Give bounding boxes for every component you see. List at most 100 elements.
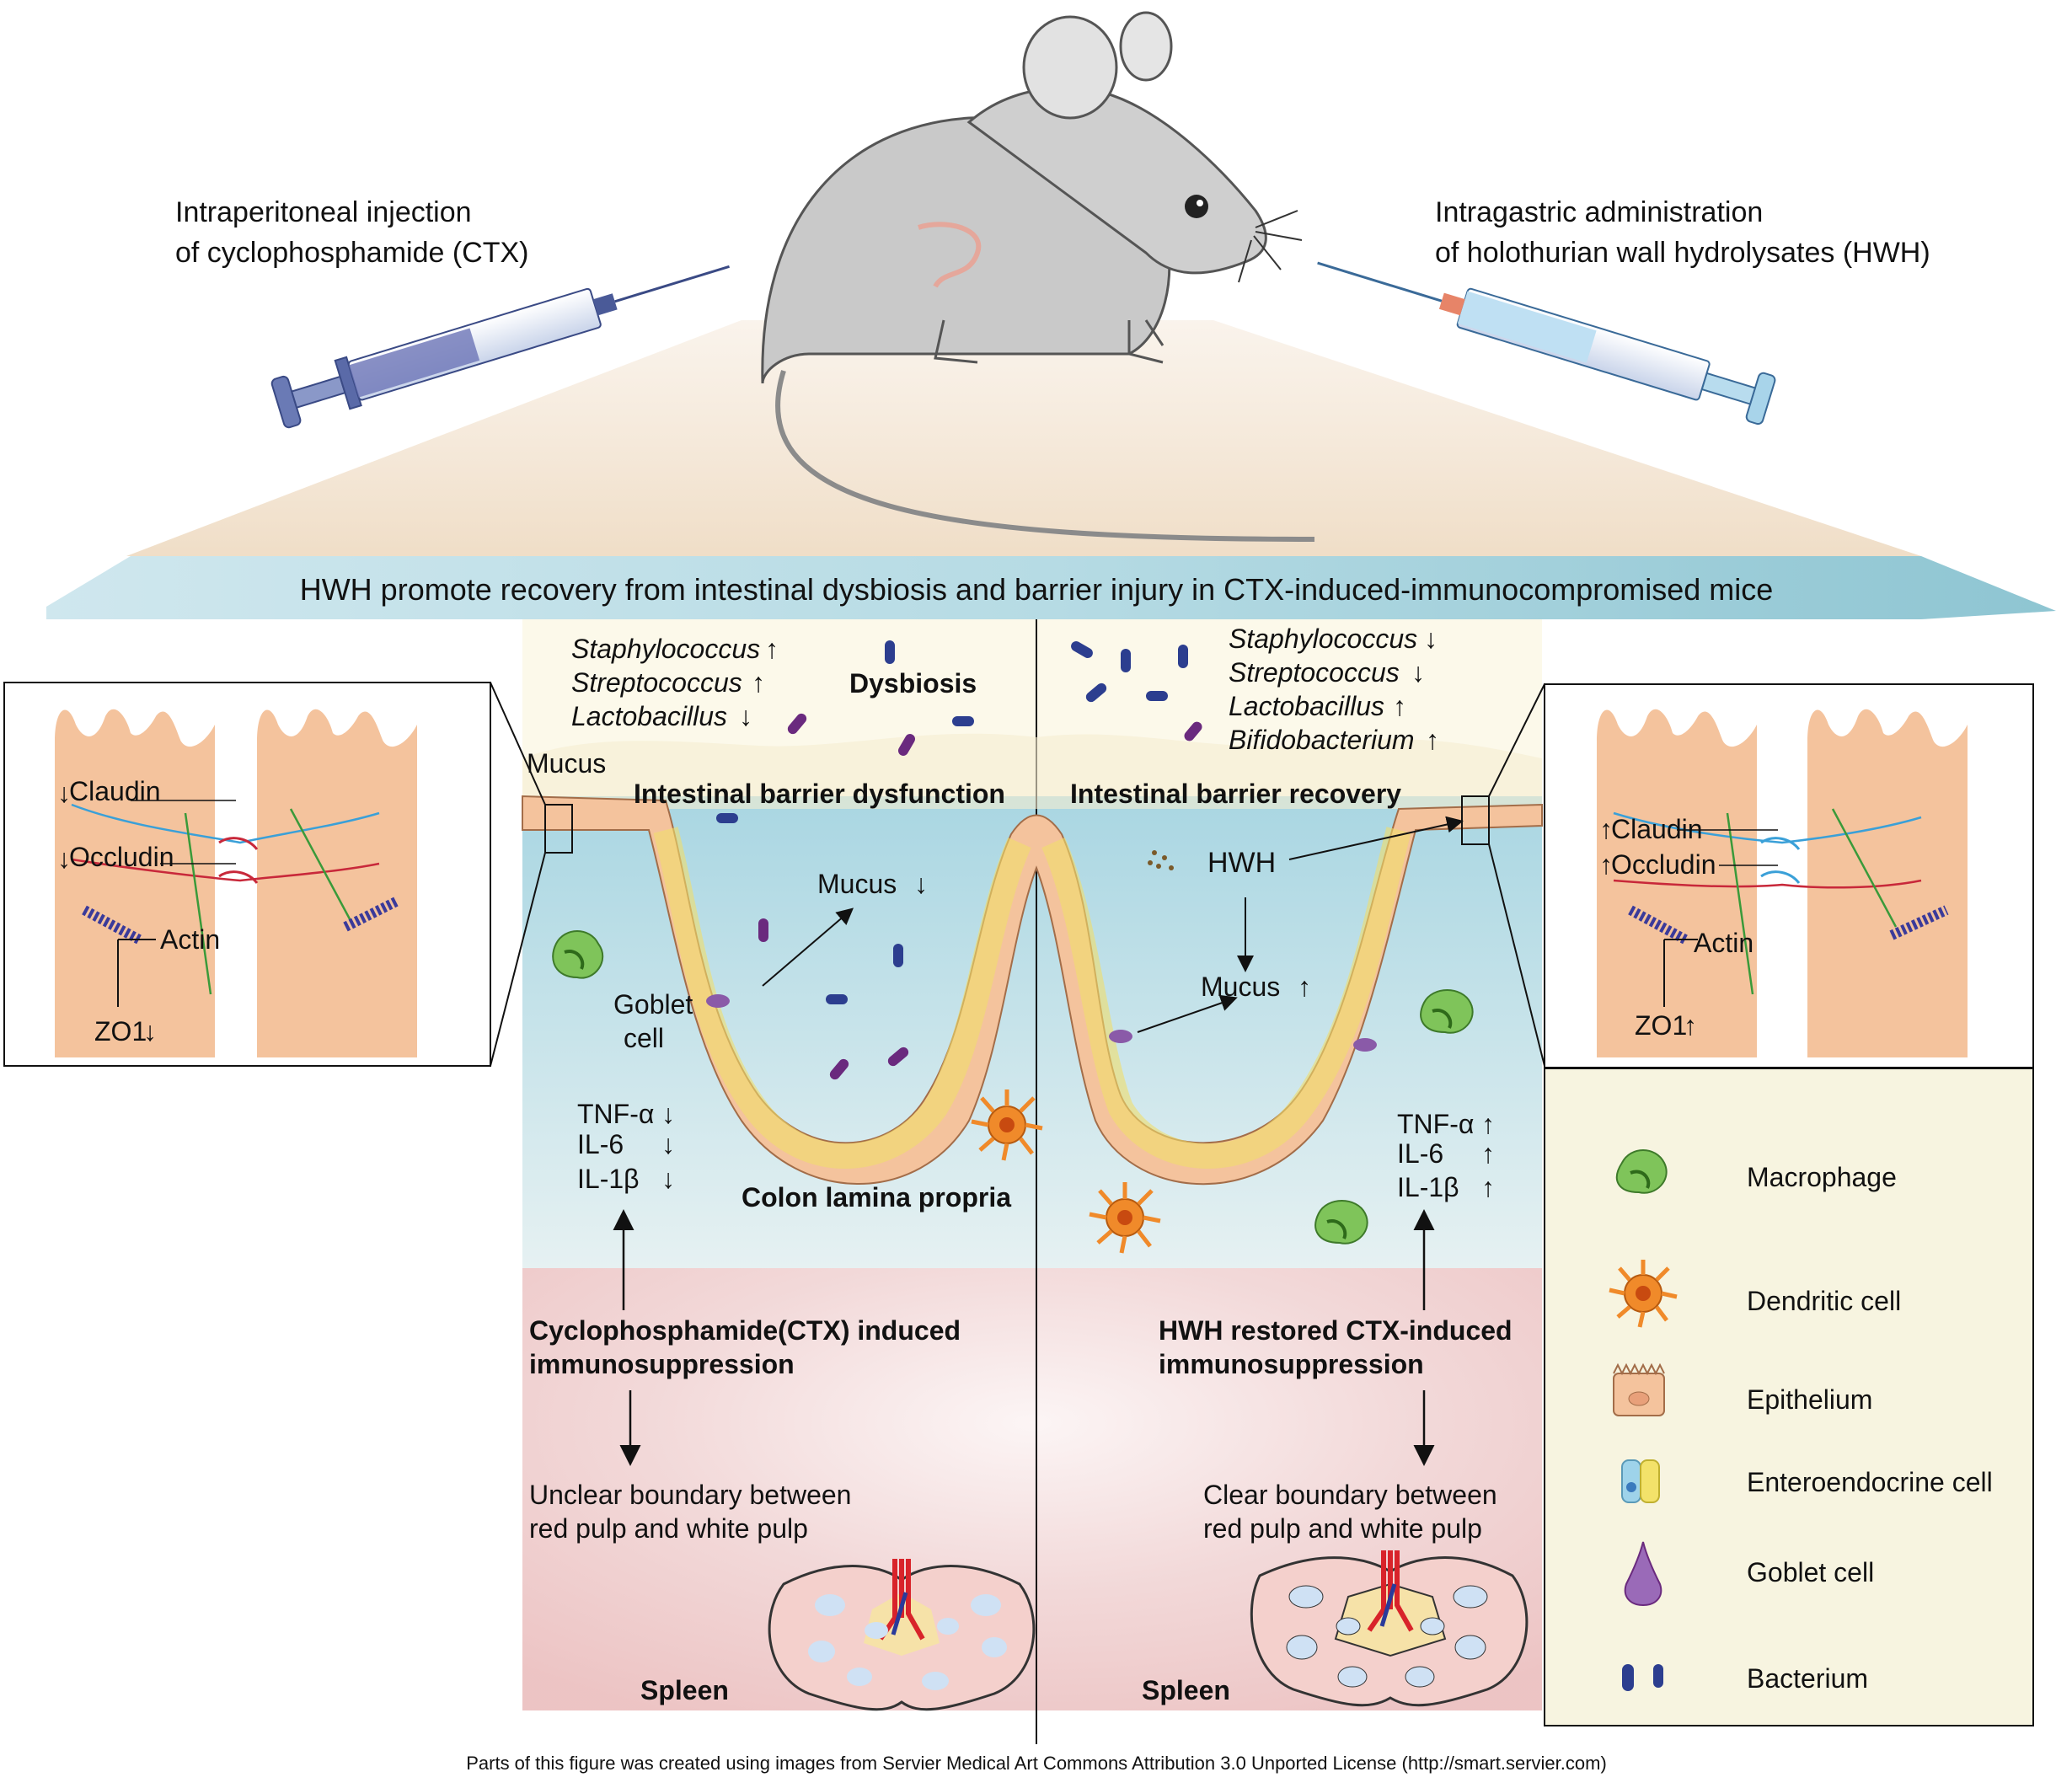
zoom-right-occludin: Occludin <box>1611 849 1716 880</box>
left-lamina: Colon lamina propria <box>742 1182 1011 1213</box>
mucus-layer <box>522 733 1542 809</box>
left-bacteria-1: Streptococcus <box>571 667 742 698</box>
goblet-cell-right-2 <box>1353 1038 1377 1052</box>
banner-title: HWH promote recovery from intestinal dys… <box>300 572 1774 607</box>
zoom-left-claudin-arrow: ↓ <box>57 778 71 808</box>
left-cytokine-0: TNF-α <box>577 1099 654 1129</box>
left-boundary-line1: Unclear boundary between <box>529 1480 851 1510</box>
left-cytokine-1: IL-6 <box>577 1129 624 1159</box>
zoom-right-actin: Actin <box>1694 928 1753 958</box>
bacteria-left <box>716 640 974 1080</box>
right-bacteria-2-arrow: ↑ <box>1393 691 1406 721</box>
right-cytokine-2: IL-1β <box>1397 1172 1459 1202</box>
injection-left-line2: of cyclophosphamide (CTX) <box>175 237 529 269</box>
goblet-cell-icon <box>1624 1541 1662 1607</box>
left-goblet-line2: cell <box>624 1023 664 1053</box>
colon-crypts <box>522 795 1543 1185</box>
left-spleen-label: Spleen <box>640 1675 729 1705</box>
left-bacteria-0: Staphylococcus <box>571 634 760 664</box>
left-goblet-line1: Goblet <box>613 989 693 1020</box>
right-immuno-line1: HWH restored CTX-induced <box>1159 1315 1513 1346</box>
spleen-left-illustration <box>768 1559 1036 1711</box>
left-cytokine-2-arrow: ↓ <box>661 1164 675 1194</box>
macrophage-cell <box>1314 1200 1368 1245</box>
left-dysbiosis: Dysbiosis <box>849 668 977 699</box>
hwh-particles <box>1148 850 1174 870</box>
left-cytokine-2: IL-1β <box>577 1164 640 1194</box>
right-hwh-label: HWH <box>1207 847 1276 879</box>
right-cytokine-2-arrow: ↑ <box>1481 1172 1495 1202</box>
zoom-left-actin: Actin <box>160 924 220 955</box>
legend-panel: Macrophage Dendritic cell Epithelium Ent… <box>1544 1068 2034 1726</box>
legend-label-goblet: Goblet cell <box>1747 1557 1874 1587</box>
right-boundary-line2: red pulp and white pulp <box>1203 1513 1482 1544</box>
footer-credit: Parts of this figure was created using i… <box>466 1753 1607 1774</box>
title-banner <box>46 556 2056 619</box>
dendritic-cell <box>1089 1182 1161 1254</box>
injection-left-line1: Intraperitoneal injection <box>175 196 472 228</box>
left-bacteria-0-arrow: ↑ <box>765 634 779 664</box>
zoom-right-zo1-arrow: ↑ <box>1684 1010 1697 1041</box>
right-boundary-line1: Clear boundary between <box>1203 1480 1497 1510</box>
left-barrier: Intestinal barrier dysfunction <box>634 779 1005 809</box>
left-bacteria-1-arrow: ↑ <box>752 667 765 698</box>
macrophage-cell <box>1420 989 1474 1034</box>
injection-right-line1: Intragastric administration <box>1435 196 1763 228</box>
zoom-left-zo1: ZO1 <box>94 1016 147 1047</box>
right-spleen-label: Spleen <box>1142 1675 1230 1705</box>
tight-junction-zoom-right: ↑ Claudin ↑ Occludin Actin ZO1 ↑ <box>1544 683 2034 1068</box>
legend-label-bacterium: Bacterium <box>1747 1663 1868 1694</box>
enteroendocrine-cell-icon <box>1621 1459 1660 1503</box>
left-immuno-line1: Cyclophosphamide(CTX) induced <box>529 1315 961 1346</box>
right-bacteria-0-arrow: ↓ <box>1424 624 1438 654</box>
right-cytokine-1-arrow: ↑ <box>1481 1138 1495 1169</box>
left-bacteria-2-arrow: ↓ <box>739 701 752 731</box>
legend-label-dendritic: Dendritic cell <box>1747 1286 1901 1316</box>
bacterium-icon <box>1622 1664 1663 1691</box>
right-cytokine-0-arrow: ↑ <box>1481 1109 1495 1139</box>
right-cytokine-1: IL-6 <box>1397 1138 1443 1169</box>
right-bacteria-1: Streptococcus <box>1229 657 1400 688</box>
right-bacteria-3: Bifidobacterium <box>1229 725 1415 755</box>
legend-label-macrophage: Macrophage <box>1747 1162 1897 1192</box>
left-mucus-change: Mucus <box>817 869 897 899</box>
zoom-left-claudin: Claudin <box>69 776 161 806</box>
zoom-region-left <box>544 804 573 854</box>
zoom-right-claudin: Claudin <box>1611 814 1703 844</box>
left-mucus-label: Mucus <box>527 748 606 779</box>
projection-beam <box>126 320 1921 556</box>
left-cytokine-0-arrow: ↓ <box>661 1099 675 1129</box>
dendritic-cell <box>971 1089 1043 1161</box>
zoom-left-zo1-arrow: ↓ <box>143 1016 157 1047</box>
tight-junction-zoom-left: ↓ Claudin ↓ Occludin Actin ZO1 ↓ <box>3 682 491 1067</box>
right-bacteria-3-arrow: ↑ <box>1426 725 1439 755</box>
mouse-illustration <box>761 11 1315 542</box>
syringe-left-icon <box>270 265 730 429</box>
right-mucus-change: Mucus <box>1201 972 1280 1002</box>
left-cytokine-1-arrow: ↓ <box>661 1129 675 1159</box>
right-bacteria-1-arrow: ↓ <box>1411 657 1425 688</box>
macrophage-icon <box>1615 1149 1668 1194</box>
right-immuno-line2: immunosuppression <box>1159 1349 1424 1379</box>
syringe-right-icon <box>1317 261 1776 426</box>
right-cytokine-0: TNF-α <box>1397 1109 1474 1139</box>
goblet-cell-left <box>706 994 730 1008</box>
zoom-left-occludin-arrow: ↓ <box>57 843 71 874</box>
right-barrier: Intestinal barrier recovery <box>1070 779 1401 809</box>
left-mucus-arrow: ↓ <box>914 869 928 899</box>
bacteria-right <box>1071 641 1202 741</box>
epithelium-icon <box>1613 1362 1665 1416</box>
zoom-right-zo1: ZO1 <box>1635 1010 1687 1041</box>
legend-label-epithelium: Epithelium <box>1747 1384 1872 1415</box>
zoom-right-claudin-arrow: ↑ <box>1599 814 1613 844</box>
right-mucus-arrow: ↑ <box>1298 972 1311 1002</box>
dendritic-cell-icon <box>1609 1260 1678 1328</box>
zoom-right-occludin-arrow: ↑ <box>1599 849 1613 880</box>
left-bacteria-2: Lactobacillus <box>571 701 727 731</box>
injection-right-line2: of holothurian wall hydrolysates (HWH) <box>1435 237 1930 269</box>
right-bacteria-2: Lactobacillus <box>1229 691 1384 721</box>
right-bacteria-0: Staphylococcus <box>1229 624 1417 654</box>
legend-label-enteroendocrine: Enteroendocrine cell <box>1747 1467 1993 1497</box>
